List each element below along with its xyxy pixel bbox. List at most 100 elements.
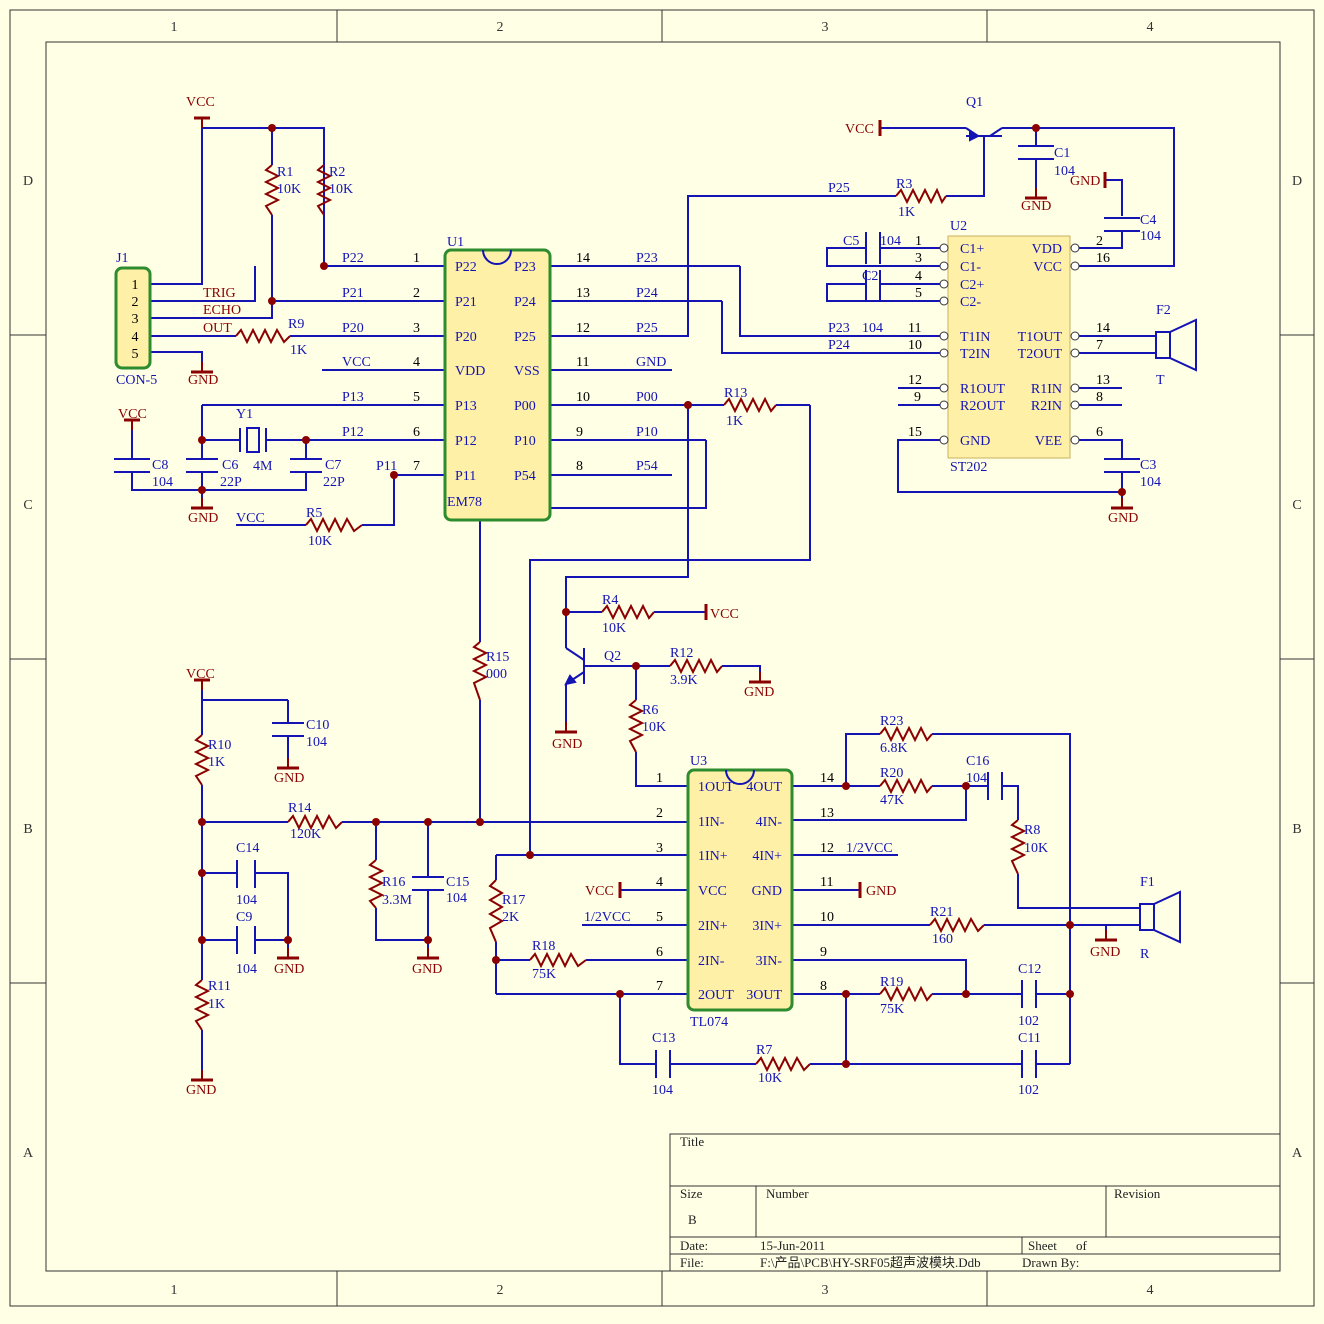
- c12-ref: C12: [1018, 962, 1041, 977]
- col-label: 4: [1147, 20, 1154, 35]
- net-vcc: VCC: [342, 355, 371, 370]
- net-p13: P13: [342, 390, 364, 405]
- u1-ref: U1: [447, 235, 464, 250]
- c2-body: [865, 270, 881, 300]
- u2-pin-name: R1OUT: [960, 382, 1006, 397]
- u3-pin-name: 2OUT: [698, 988, 734, 1003]
- r8-ref: R8: [1024, 823, 1040, 838]
- gnd-label: GND: [552, 737, 582, 752]
- capacitors: [114, 145, 1140, 1078]
- r14-body: [287, 813, 343, 831]
- u1-pin-name: P22: [455, 260, 477, 275]
- net-p10: P10: [636, 425, 658, 440]
- u2-pin-num: 4: [915, 269, 922, 284]
- j1-type: CON-5: [116, 373, 157, 388]
- col-label: 3: [822, 1283, 829, 1298]
- r15-val: 000: [486, 667, 507, 682]
- u3-pin-name: 1IN+: [698, 849, 728, 864]
- r16-ref: R16: [382, 875, 405, 890]
- u1-pin-num: 13: [576, 286, 590, 301]
- r2-val: 10K: [329, 182, 353, 197]
- r13-ref: R13: [724, 386, 747, 401]
- u2-chip: [947, 235, 1071, 459]
- c12-body: [1021, 980, 1037, 1008]
- row-label: C: [1292, 498, 1301, 513]
- u1-pin-num: 2: [413, 286, 420, 301]
- gnd-label: GND: [186, 1083, 216, 1098]
- col-label: 3: [822, 20, 829, 35]
- u1-pin-num: 3: [413, 321, 420, 336]
- row-label: D: [1292, 174, 1302, 189]
- u3-pin-num: 10: [820, 910, 834, 925]
- r4-val: 10K: [602, 621, 626, 636]
- u1-type: EM78: [447, 495, 482, 510]
- u2-pin-name: C1-: [960, 260, 981, 275]
- r1-body: [263, 164, 281, 216]
- net-p23: P23: [636, 251, 658, 266]
- vcc-label: VCC: [186, 95, 215, 110]
- c7-val: 22P: [323, 475, 345, 490]
- j1-ref: J1: [116, 251, 128, 266]
- r20-ref: R20: [880, 766, 903, 781]
- size-label: Size: [680, 1186, 703, 1201]
- u3-pin-num: 6: [656, 945, 663, 960]
- u2-pin-num: 5: [915, 286, 922, 301]
- u1-pin-num: 11: [576, 355, 589, 370]
- j1-pin: 1: [132, 278, 139, 293]
- c13-ref: C13: [652, 1031, 675, 1046]
- row-label: D: [23, 174, 33, 189]
- c13-val: 104: [652, 1083, 673, 1098]
- sheet-frame: [9, 9, 1315, 1307]
- u1-pin-num: 9: [576, 425, 583, 440]
- file-value: F:\产品\PCB\HY-SRF05超声波模块.Ddb: [760, 1255, 981, 1270]
- c3-val: 104: [1140, 475, 1161, 490]
- u3-pin-name: 2IN+: [698, 919, 728, 934]
- r10-body: [193, 734, 211, 786]
- r4-ref: R4: [602, 593, 618, 608]
- u2-pin-name: VCC: [1033, 260, 1062, 275]
- u3-chip: [686, 768, 794, 1012]
- c7-ref: C7: [325, 458, 341, 473]
- c6-body: [186, 458, 218, 473]
- f1-side: R: [1140, 947, 1150, 962]
- u3-pin-name: 4OUT: [746, 780, 782, 795]
- number-label: Number: [766, 1186, 809, 1201]
- junctions: [198, 124, 1126, 1068]
- u1-pin-num: 5: [413, 390, 420, 405]
- r13-val: 1K: [726, 414, 743, 429]
- r19-ref: R19: [880, 975, 903, 990]
- net-p25: P25: [636, 321, 658, 336]
- r21-val: 160: [932, 932, 953, 947]
- r5-val: 10K: [308, 534, 332, 549]
- u2-pin-name: VDD: [1032, 242, 1062, 257]
- of-label: of: [1076, 1238, 1088, 1253]
- c5-ref: C5: [843, 234, 859, 249]
- c4-ref: C4: [1140, 213, 1156, 228]
- net-p20: P20: [342, 321, 364, 336]
- r6-val: 10K: [642, 720, 666, 735]
- u2-pin-num: 13: [1096, 373, 1110, 388]
- c3-ref: C3: [1140, 458, 1156, 473]
- u1-pin-name: P21: [455, 295, 477, 310]
- u2-pin-circles: [939, 243, 1080, 445]
- net-p21: P21: [342, 286, 364, 301]
- f2-transducer: [1155, 318, 1197, 372]
- gnd-label: GND: [744, 685, 774, 700]
- r1-ref: R1: [277, 165, 293, 180]
- r20-val: 47K: [880, 793, 904, 808]
- u3-pin-name: GND: [752, 884, 782, 899]
- vcc-label: VCC: [845, 122, 874, 137]
- j1-pin: 5: [132, 347, 139, 362]
- r16-val: 3.3M: [382, 893, 413, 908]
- u1-pin-name: P10: [514, 434, 536, 449]
- c1-ref: C1: [1054, 146, 1070, 161]
- q1-transistor: [965, 127, 1003, 148]
- f2-side: T: [1156, 373, 1165, 388]
- y1-crystal: [239, 427, 272, 453]
- c16-ref: C16: [966, 754, 989, 769]
- size-value: B: [688, 1212, 697, 1227]
- net-p22: P22: [342, 251, 364, 266]
- u3-pin-num: 11: [820, 875, 833, 890]
- u2-pin-num: 15: [908, 425, 922, 440]
